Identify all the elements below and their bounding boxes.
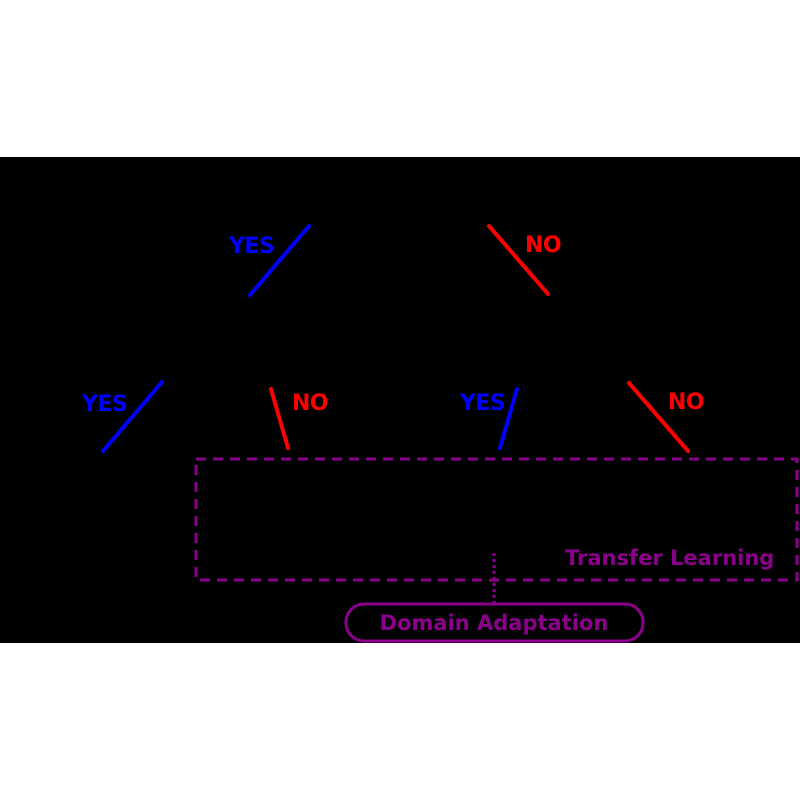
right-no-branch bbox=[627, 381, 690, 453]
top-yes-label: YES bbox=[228, 234, 274, 259]
left-yes-branch bbox=[101, 380, 164, 453]
domain-adaptation-box bbox=[344, 602, 645, 643]
transfer-learning-label: Transfer Learning bbox=[565, 546, 774, 570]
top-yes-branch bbox=[248, 224, 311, 297]
diagram-background-band bbox=[0, 157, 800, 643]
top-no-branch bbox=[487, 224, 550, 296]
right-yes-branch bbox=[498, 387, 519, 450]
left-no-branch bbox=[269, 387, 290, 450]
right-yes-label: YES bbox=[459, 391, 505, 416]
domain-adaptation-label: Domain Adaptation bbox=[380, 611, 609, 635]
right-no-label: NO bbox=[668, 390, 704, 415]
left-yes-label: YES bbox=[81, 392, 127, 417]
left-no-label: NO bbox=[292, 391, 328, 416]
top-no-label: NO bbox=[525, 233, 561, 258]
transfer-learning-region bbox=[194, 457, 799, 582]
